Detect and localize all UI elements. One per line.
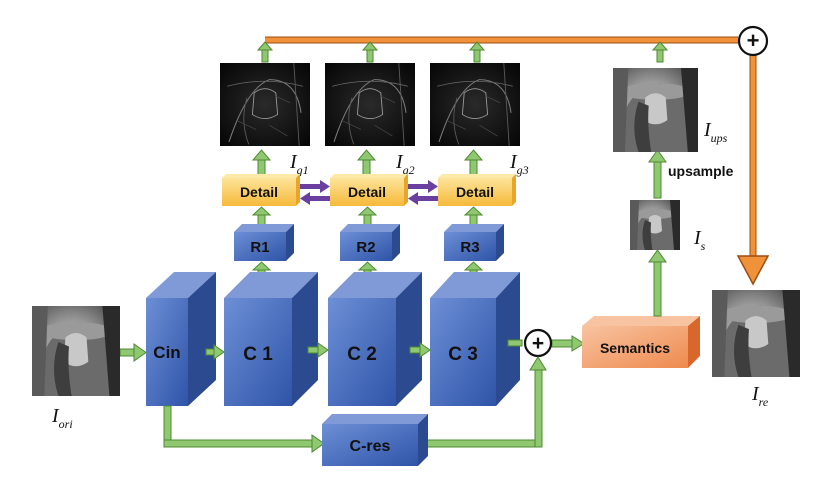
c1-block: C 1	[224, 272, 318, 406]
label-iups: Iups	[703, 119, 728, 145]
plus-circle-icon: +	[532, 332, 544, 355]
edge-map-g2	[324, 62, 416, 147]
detail-label-1: Detail	[240, 184, 278, 200]
semantics-label: Semantics	[600, 340, 670, 356]
residual-path	[163, 356, 547, 453]
label-iori: Iori	[51, 405, 73, 431]
sum-node-bottom: +	[523, 328, 553, 358]
r2-block: R2	[340, 224, 400, 261]
label-ig1: Ig1	[289, 151, 309, 177]
c3-block: C 3	[430, 272, 520, 406]
detail-label-3: Detail	[456, 184, 494, 200]
cres-block: C-res	[322, 414, 428, 466]
c3-label: C 3	[448, 344, 478, 365]
r2-label: R2	[356, 239, 375, 256]
edge-to-top-arrows	[256, 41, 669, 63]
cin-label: Cin	[153, 343, 180, 362]
orange-feedback-path	[265, 36, 770, 286]
detail-label-2: Detail	[348, 184, 386, 200]
detail-block-3: Detail	[438, 174, 516, 206]
main-flow-arrows	[119, 335, 585, 362]
cin-block: Cin	[146, 272, 216, 406]
upsample-arrow	[648, 149, 667, 199]
r1-block: R1	[234, 224, 294, 261]
detail-exchange-arrows	[300, 180, 438, 205]
semantics-block: Semantics	[582, 316, 700, 368]
plus-circle-icon: +	[747, 28, 760, 53]
sum-node-top: +	[737, 25, 769, 57]
cres-label: C-res	[350, 438, 391, 455]
down-arrow-head-icon	[736, 255, 770, 286]
c2-label: C 2	[347, 344, 377, 365]
detail-block-2: Detail	[330, 174, 408, 206]
semantics-to-is-arrow	[648, 249, 667, 317]
image-iori	[32, 306, 120, 396]
c2-block: C 2	[328, 272, 422, 406]
label-is: Is	[693, 227, 706, 253]
image-is	[630, 200, 680, 250]
upsample-label: upsample	[668, 163, 734, 179]
detail-block-1: Detail	[222, 174, 300, 206]
r3-label: R3	[460, 239, 479, 256]
c1-label: C 1	[243, 344, 273, 365]
r3-block: R3	[444, 224, 504, 261]
edge-map-g1	[219, 62, 311, 147]
detail-up-arrows	[251, 149, 484, 177]
r1-label: R1	[250, 239, 269, 256]
image-ire	[712, 290, 800, 377]
label-ig2: Ig2	[395, 151, 415, 177]
image-iups	[613, 68, 698, 152]
edge-map-g3	[429, 62, 521, 147]
label-ig3: Ig3	[509, 151, 529, 177]
label-ire: Ire	[751, 383, 769, 409]
